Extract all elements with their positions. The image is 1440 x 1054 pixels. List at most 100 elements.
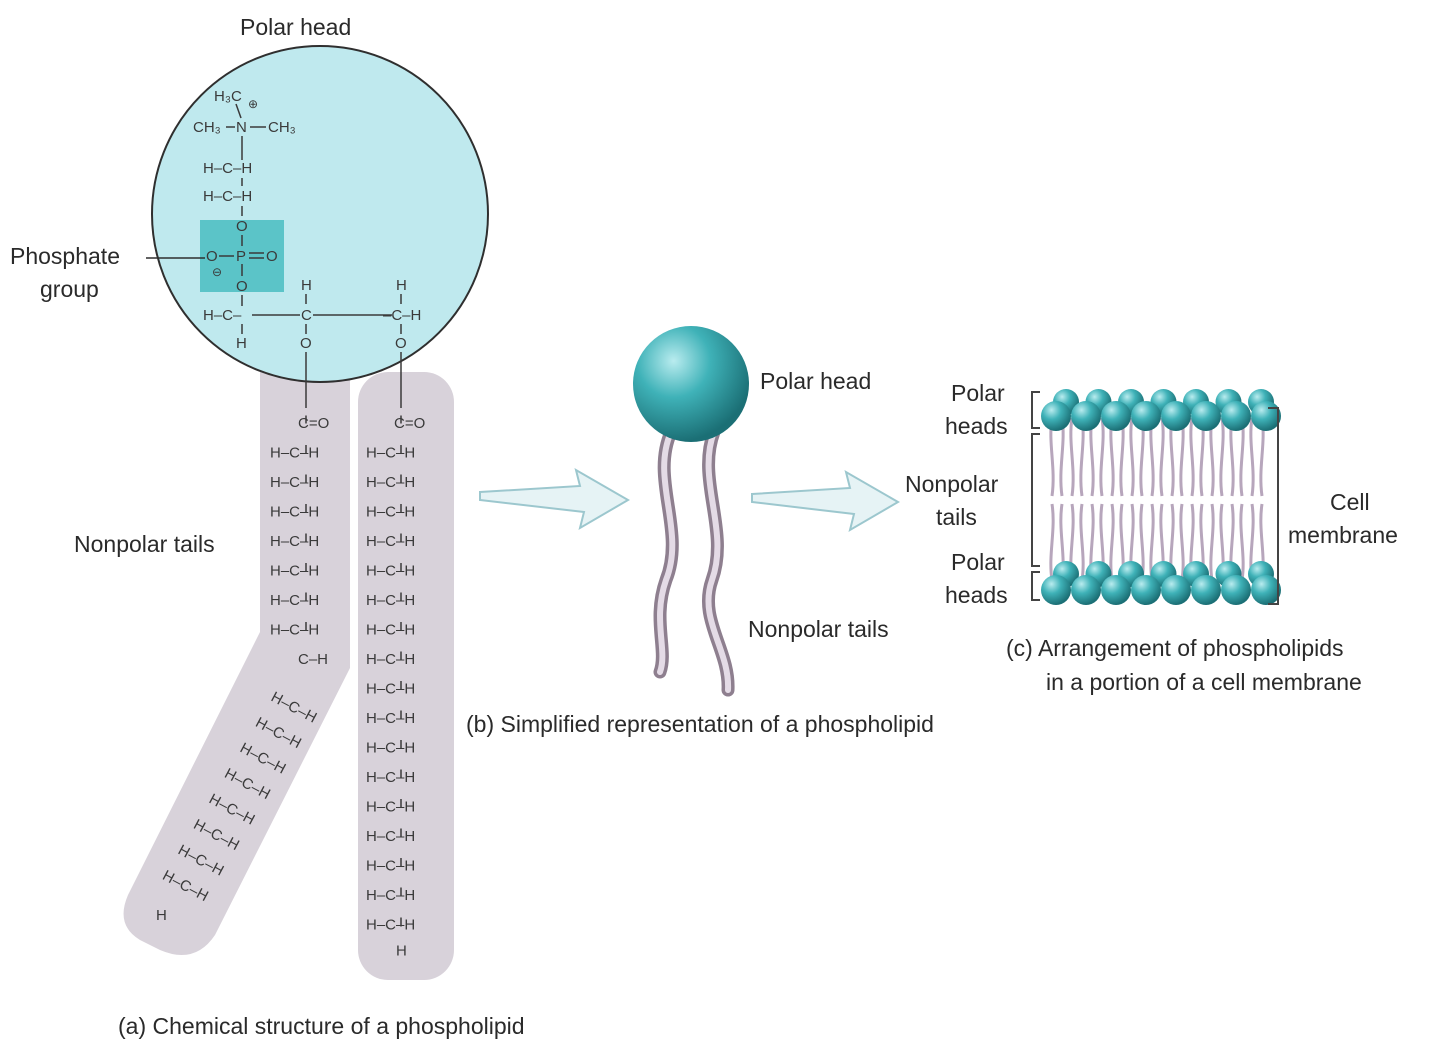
chem-glycerol-mid: C bbox=[301, 307, 312, 324]
membrane-tail bbox=[1099, 417, 1105, 497]
membrane-tail bbox=[1249, 417, 1255, 497]
membrane-tail bbox=[1189, 417, 1195, 497]
chem-hch-right: H–C–H bbox=[366, 740, 415, 757]
chem-h-top-mid: H bbox=[301, 277, 312, 294]
bracket-polar-top bbox=[1031, 391, 1040, 429]
chem-o-right-ester: O bbox=[395, 335, 407, 352]
bracket-nonpolar bbox=[1031, 433, 1040, 567]
chem-h3c: H₃C bbox=[214, 88, 242, 105]
chem-h-bot-left: H bbox=[236, 335, 247, 352]
chem-c-o-left: C=O bbox=[298, 415, 329, 432]
chem-h-top-right: H bbox=[396, 277, 407, 294]
chem-hch-right: H–C–H bbox=[366, 651, 415, 668]
label-polar-heads-bot-1: Polar bbox=[951, 549, 1005, 575]
panel-c: Polar heads Nonpolar tails Polar heads C… bbox=[905, 380, 1398, 695]
chem-hch-right: H–C–H bbox=[366, 710, 415, 727]
membrane-tail bbox=[1219, 417, 1225, 497]
label-nonpolar-c-2: tails bbox=[936, 504, 977, 530]
membrane-tail bbox=[1179, 503, 1185, 581]
chem-hch-2: H–C–H bbox=[203, 188, 252, 205]
membrane-bead bbox=[1071, 401, 1101, 431]
chem-hch-left: H–C–H bbox=[270, 504, 319, 521]
chem-glycerol-right: –C–H bbox=[383, 307, 421, 324]
tail-left-shape bbox=[123, 372, 350, 955]
chem-hch-right: H–C–H bbox=[366, 799, 415, 816]
membrane-tail bbox=[1159, 417, 1165, 497]
membrane-bead bbox=[1101, 401, 1131, 431]
membrane-bead bbox=[1161, 575, 1191, 605]
membrane-tail bbox=[1049, 503, 1055, 581]
chem-h-bent-end: H bbox=[156, 907, 167, 924]
chem-hch-left: H–C–H bbox=[270, 445, 319, 462]
chem-hch-right: H–C–H bbox=[366, 887, 415, 904]
membrane-bead bbox=[1131, 575, 1161, 605]
caption-c-1: (c) Arrangement of phospholipids bbox=[1006, 635, 1344, 661]
chem-hch-left: H–C–H bbox=[270, 474, 319, 491]
membrane-bead bbox=[1071, 575, 1101, 605]
membrane-beads-bottom bbox=[1041, 561, 1281, 605]
chem-hch-right: H–C–H bbox=[366, 445, 415, 462]
chem-o-mid: O bbox=[300, 335, 312, 352]
chem-hch-right: H–C–H bbox=[366, 533, 415, 550]
chem-hch-right: H–C–H bbox=[366, 592, 415, 609]
chem-c-o-right: C=O bbox=[394, 415, 425, 432]
bracket-polar-bottom bbox=[1031, 571, 1040, 601]
membrane-tail bbox=[1109, 503, 1115, 581]
membrane-bead bbox=[1041, 575, 1071, 605]
chem-hch-left: H–C–H bbox=[270, 622, 319, 639]
panel-a: H₃C ⊕ CH₃ N CH₃ H–C–H H–C–H O O P O ⊖ O bbox=[10, 14, 525, 1039]
label-nonpolar-tails-b: Nonpolar tails bbox=[748, 616, 889, 642]
label-polar-heads-top-2: heads bbox=[945, 413, 1008, 439]
chem-plus-charge: ⊕ bbox=[248, 97, 258, 111]
chem-ch-left: C–H bbox=[298, 651, 328, 668]
chem-h-right-end: H bbox=[396, 943, 407, 960]
chem-n: N bbox=[236, 119, 247, 136]
membrane-bead bbox=[1221, 401, 1251, 431]
label-polar-head-b: Polar head bbox=[760, 368, 871, 394]
arrow-b-to-c bbox=[751, 469, 900, 533]
membrane-tail bbox=[1129, 417, 1135, 497]
label-nonpolar-tails-a: Nonpolar tails bbox=[74, 531, 215, 557]
phosphate-highlight bbox=[200, 220, 284, 292]
chem-hch-left: H–C–H bbox=[270, 533, 319, 550]
chem-hch-right: H–C–H bbox=[366, 622, 415, 639]
label-phosphate-1: Phosphate bbox=[10, 243, 120, 269]
arrow-a-to-b bbox=[479, 467, 630, 531]
membrane-beads-top bbox=[1041, 389, 1281, 431]
membrane-bead bbox=[1251, 575, 1281, 605]
chem-o-2: O bbox=[236, 278, 248, 295]
chem-hch-right: H–C–H bbox=[366, 681, 415, 698]
label-polar-heads-top-1: Polar bbox=[951, 380, 1005, 406]
simple-tail-right-inner bbox=[705, 429, 732, 693]
simple-polar-head bbox=[633, 326, 749, 442]
membrane-bead bbox=[1191, 401, 1221, 431]
caption-b: (b) Simplified representation of a phosp… bbox=[466, 711, 934, 737]
chem-hch-right: H–C–H bbox=[366, 474, 415, 491]
chem-hch-right: H–C–H bbox=[366, 504, 415, 521]
panel-b: Polar head Nonpolar tails (b) Simplified… bbox=[466, 326, 934, 737]
bracket-membrane bbox=[1268, 407, 1279, 605]
chem-hch-right: H–C–H bbox=[366, 828, 415, 845]
chem-hch-right: H–C–H bbox=[366, 858, 415, 875]
bond-n-up bbox=[235, 103, 242, 119]
caption-c-2: in a portion of a cell membrane bbox=[1046, 669, 1362, 695]
tail-right-shape bbox=[358, 372, 454, 980]
chem-glycerol-left: H–C– bbox=[203, 307, 242, 324]
chem-o-left: O bbox=[206, 248, 218, 265]
caption-a: (a) Chemical structure of a phospholipid bbox=[118, 1013, 525, 1039]
label-phosphate-2: group bbox=[40, 276, 99, 302]
membrane-bead bbox=[1221, 575, 1251, 605]
chem-minus-charge: ⊖ bbox=[212, 265, 222, 279]
chain-right: C=O H–C–H H–C–H H–C–H H–C–H H–C–H H–C–H H–C–H H–… bbox=[366, 415, 425, 960]
membrane-tails bbox=[1049, 417, 1265, 581]
label-membrane: membrane bbox=[1288, 522, 1398, 548]
label-cell: Cell bbox=[1330, 489, 1370, 515]
chem-hch-right: H–C–H bbox=[366, 563, 415, 580]
label-nonpolar-c-1: Nonpolar bbox=[905, 471, 999, 497]
membrane-bead bbox=[1131, 401, 1161, 431]
membrane-bead bbox=[1251, 401, 1281, 431]
chem-hch-left: H–C–H bbox=[270, 563, 319, 580]
simple-tail-left-inner bbox=[657, 429, 676, 675]
chem-hch-1: H–C–H bbox=[203, 160, 252, 177]
